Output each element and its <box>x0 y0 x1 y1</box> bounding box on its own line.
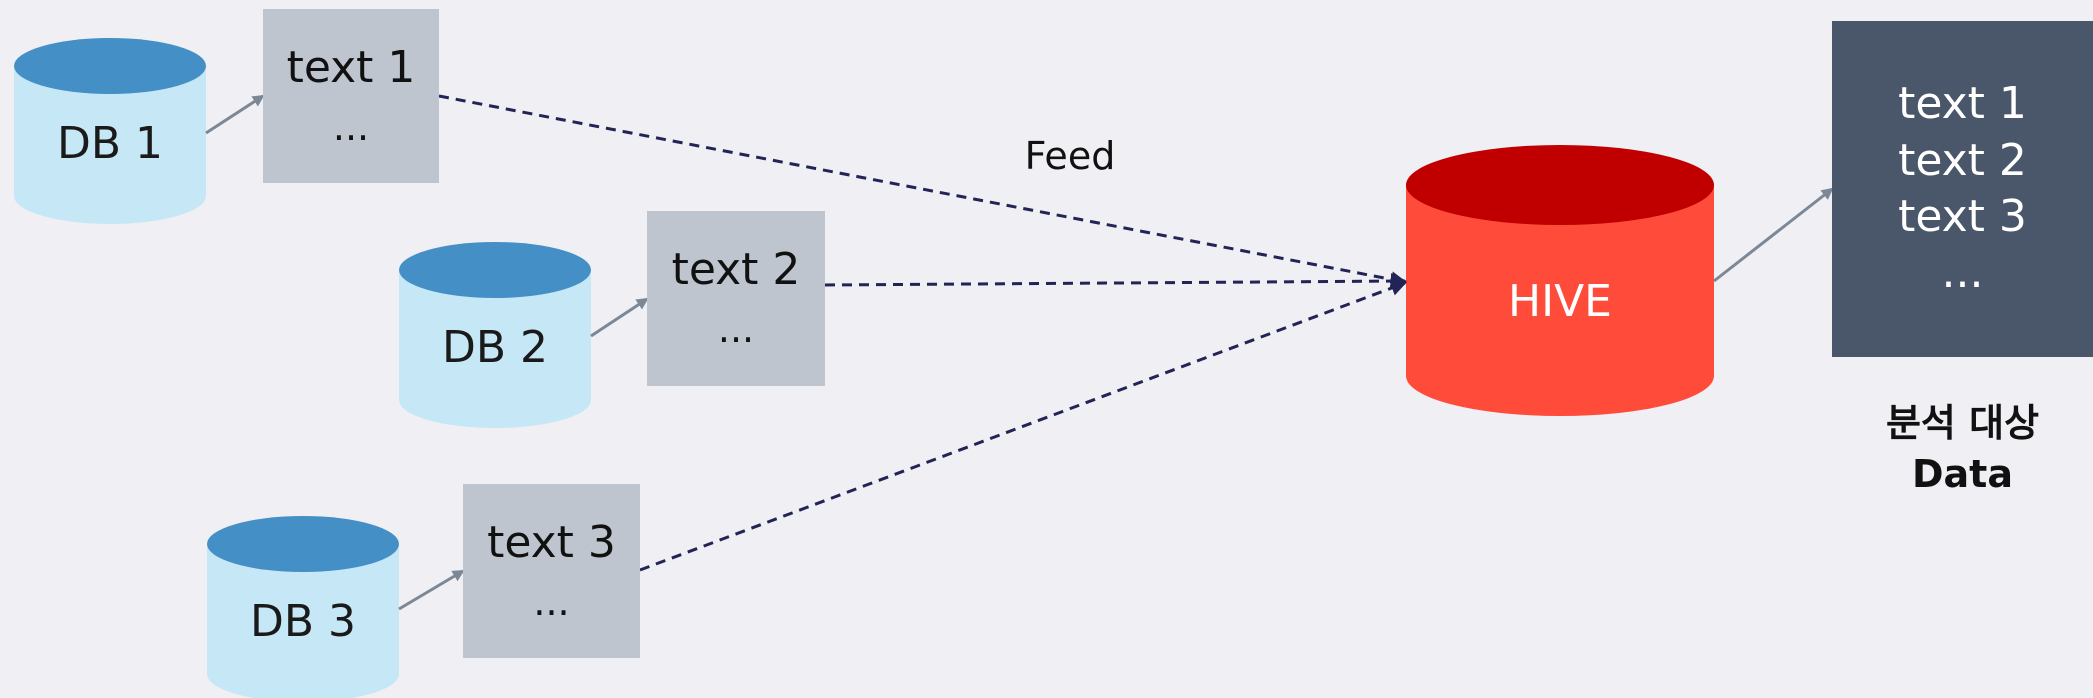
source-text3-more: ... <box>533 579 570 624</box>
db1-to-text1-arrow <box>205 94 265 135</box>
hive-cylinder <box>1406 145 1714 416</box>
source-box-text3: text 3 ... <box>463 484 640 658</box>
output-line-2: text 2 <box>1898 134 2027 186</box>
db3-to-text3-arrow <box>398 569 465 611</box>
output-data-box: text 1 text 2 text 3 ... <box>1832 21 2093 357</box>
output-line-4: ... <box>1941 247 1984 299</box>
db3-cylinder <box>207 516 399 698</box>
db2-to-text2-arrow <box>590 297 649 338</box>
hive-label: HIVE <box>1508 276 1612 327</box>
db1-cylinder <box>14 38 206 224</box>
output-caption: 분석 대상 Data <box>1832 398 2093 501</box>
source-text3-title: text 3 <box>487 516 616 568</box>
db2-label: DB 2 <box>441 322 549 373</box>
output-caption-line2: Data <box>1912 452 2013 497</box>
text3-feed-arrow <box>639 280 1407 572</box>
source-text1-title: text 1 <box>286 41 416 93</box>
text2-feed-arrow <box>824 273 1407 290</box>
source-box-text2: text 2 ... <box>647 211 825 386</box>
source-text2-more: ... <box>717 307 755 352</box>
hive-to-output-arrow <box>1713 187 1834 283</box>
output-caption-line1: 분석 대상 <box>1885 401 2040 445</box>
source-text2-title: text 2 <box>671 244 801 296</box>
source-box-text1: text 1 ... <box>263 9 439 183</box>
output-line-1: text 1 <box>1898 78 2027 130</box>
text1-feed-arrow <box>438 94 1407 288</box>
db1-label: DB 1 <box>56 118 164 169</box>
db2-cylinder <box>399 242 591 428</box>
output-line-3: text 3 <box>1898 191 2027 242</box>
feed-label: Feed <box>1024 134 1116 178</box>
db3-label: DB 3 <box>249 596 357 647</box>
source-text1-more: ... <box>332 104 370 149</box>
